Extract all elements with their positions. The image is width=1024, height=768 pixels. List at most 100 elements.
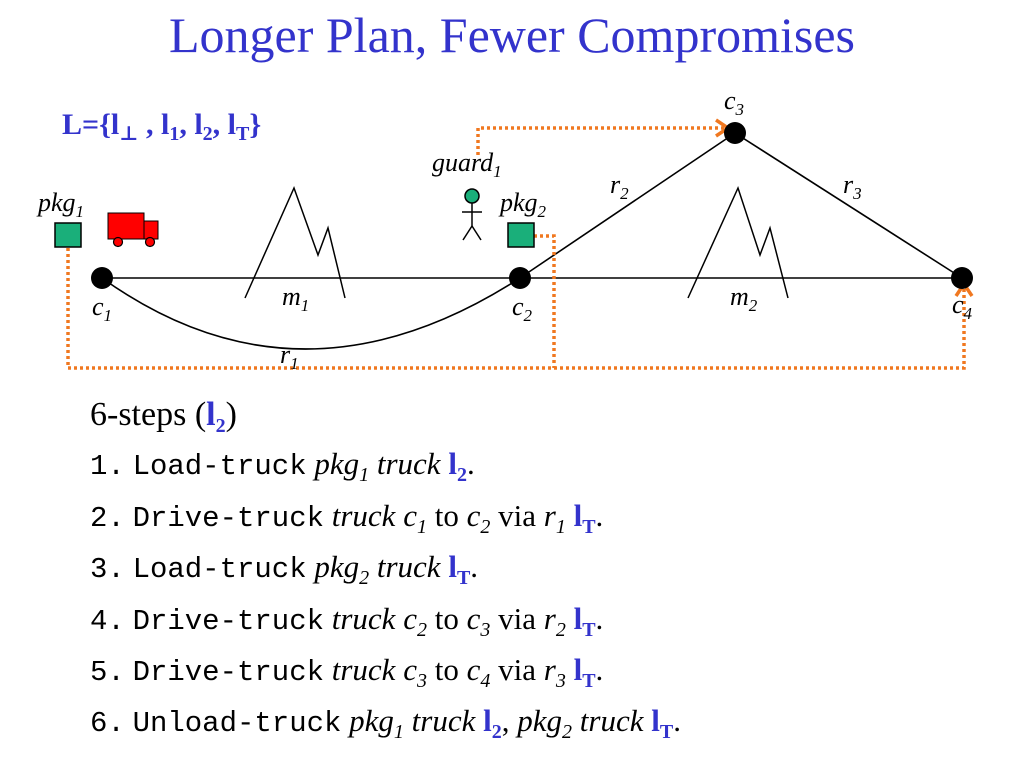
label-base: c [92,292,104,321]
step-word: to [434,652,459,687]
step-arg: r [543,652,556,687]
level-1-sub: 1 [169,123,180,145]
step-level: l [448,446,457,481]
step-number: 4. [90,605,125,638]
step-word: via [498,498,536,533]
step-action: Load-truck [132,450,307,483]
label-r1: r1 [280,342,299,373]
step-arg-sub: 3 [555,670,566,692]
location-node-c1 [91,267,113,289]
step-arg-sub: 2 [416,619,427,641]
step-level: l [448,549,457,584]
label-sub: 1 [75,202,85,221]
step-end: . [466,446,475,481]
step-arg-sub: 2 [562,721,573,743]
step-level-sub: 2 [456,464,467,486]
step-arg: truck [579,703,644,738]
label-base: m [282,282,301,311]
level-sep: , l [212,108,236,141]
label-base: r [843,170,854,199]
road-r1 [101,277,521,350]
label-r2: r2 [610,172,629,203]
step-number: 3. [90,553,125,586]
label-c4: c4 [952,292,972,323]
step-end: . [595,652,604,687]
plan-step: 1. Load-truck pkg1 truck l2. [90,446,475,487]
label-m2: m2 [730,282,757,315]
step-arg: c [403,498,417,533]
step-action: Drive-truck [132,502,324,535]
location-node-c2 [509,267,531,289]
level-set-prefix: L={l [62,108,120,141]
step-arg: c [403,652,417,687]
road-r3 [734,132,963,279]
plan-heading-suffix: ) [225,396,237,433]
step-arg-sub: 3 [480,619,491,641]
label-sub: 3 [735,100,745,119]
step-arg-sub: 4 [480,670,491,692]
step-arg: c [466,498,481,533]
package-icon [54,222,82,248]
step-number: 2. [90,502,125,535]
step-level-sub: T [659,721,674,743]
label-sub: 1 [300,296,310,315]
label-sub: 1 [103,306,113,325]
step-arg: pkg [314,549,360,584]
step-arg: r [543,498,556,533]
step-action: Unload-truck [132,707,342,740]
label-base: m [730,282,749,311]
plan-step: 5. Drive-truck truck c3 to c4 via r3 lT. [90,652,603,693]
step-level-sub: T [582,516,596,538]
plan-heading-prefix: 6-steps ( [90,396,207,433]
step-arg: truck [376,549,441,584]
step-level-sub: 2 [491,721,502,743]
label-sub: 3 [853,184,862,203]
step-level: l [573,652,583,687]
step-arg: c [466,601,481,636]
step-arg: c [466,652,481,687]
label-sub: 2 [620,184,629,203]
step-arg-sub: 2 [555,619,566,641]
slide-title: Longer Plan, Fewer Compromises [168,7,855,63]
plan-heading-level-sub: 2 [215,415,226,437]
location-node-c3 [724,122,746,144]
truck-icon [107,212,159,248]
step-level: l [483,703,492,738]
label-guard1: guard1 [432,150,502,181]
label-c2: c2 [512,292,532,325]
step-arg: truck [331,601,396,636]
step-action: Load-truck [132,553,307,586]
label-base: pkg [500,188,538,217]
step-arg: pkg [314,446,360,481]
mountain-icon [687,185,789,299]
step-level: l [651,703,660,738]
step-arg-sub: 2 [480,516,491,538]
step-level-sub: T [582,670,596,692]
step-level: l [573,601,583,636]
level-sep: , l [179,108,203,141]
label-pkg1: pkg1 [38,188,85,221]
label-m1: m1 [282,282,310,315]
guard-icon [462,188,482,241]
logistics-map [54,118,974,370]
level-sep: , l [138,108,170,141]
step-arg: c [403,601,417,636]
step-word: via [498,601,536,636]
label-base: pkg [38,188,76,217]
level-T-sub: T [236,123,250,145]
level-bottom-sub: ⊥ [119,123,139,145]
plan-step: 6. Unload-truck pkg1 truck l2, pkg2 truc… [90,703,681,744]
level-2-sub: 2 [202,123,213,145]
step-level-sub: T [456,567,471,589]
step-comma: , [501,703,510,738]
step-arg: truck [331,498,396,533]
step-action: Drive-truck [132,656,324,689]
step-number: 1. [90,450,125,483]
step-arg-sub: 1 [393,721,404,743]
step-action: Drive-truck [132,605,324,638]
pkg2-route [534,234,556,368]
step-arg: truck [411,703,476,738]
label-sub: 1 [493,162,502,181]
label-base: c [512,292,524,321]
guard-route [476,126,726,155]
